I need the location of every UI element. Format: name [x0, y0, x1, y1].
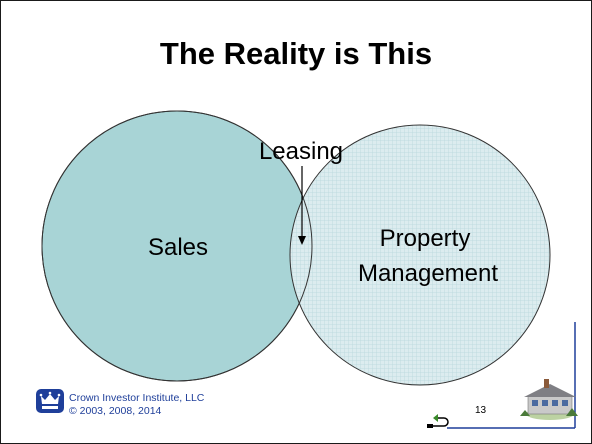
house-icon: [520, 379, 578, 420]
sales-label: Sales: [148, 234, 208, 261]
footer-copyright: © 2003, 2008, 2014: [69, 405, 162, 417]
leasing-arrowhead: [298, 236, 306, 245]
property-management-circle: [289, 124, 551, 386]
footer-company: Crown Investor Institute, LLC: [69, 392, 205, 404]
footer-text: Crown Investor Institute, LLC © 2003, 20…: [69, 392, 204, 418]
crown-logo-icon: [36, 389, 64, 413]
management-label: Management: [358, 260, 498, 287]
property-label: Property: [380, 225, 471, 252]
page-number: 13: [475, 405, 487, 416]
return-arrow-icon[interactable]: [427, 414, 449, 428]
slide-title: The Reality is This: [159, 36, 433, 71]
leasing-label: Leasing: [259, 138, 343, 165]
